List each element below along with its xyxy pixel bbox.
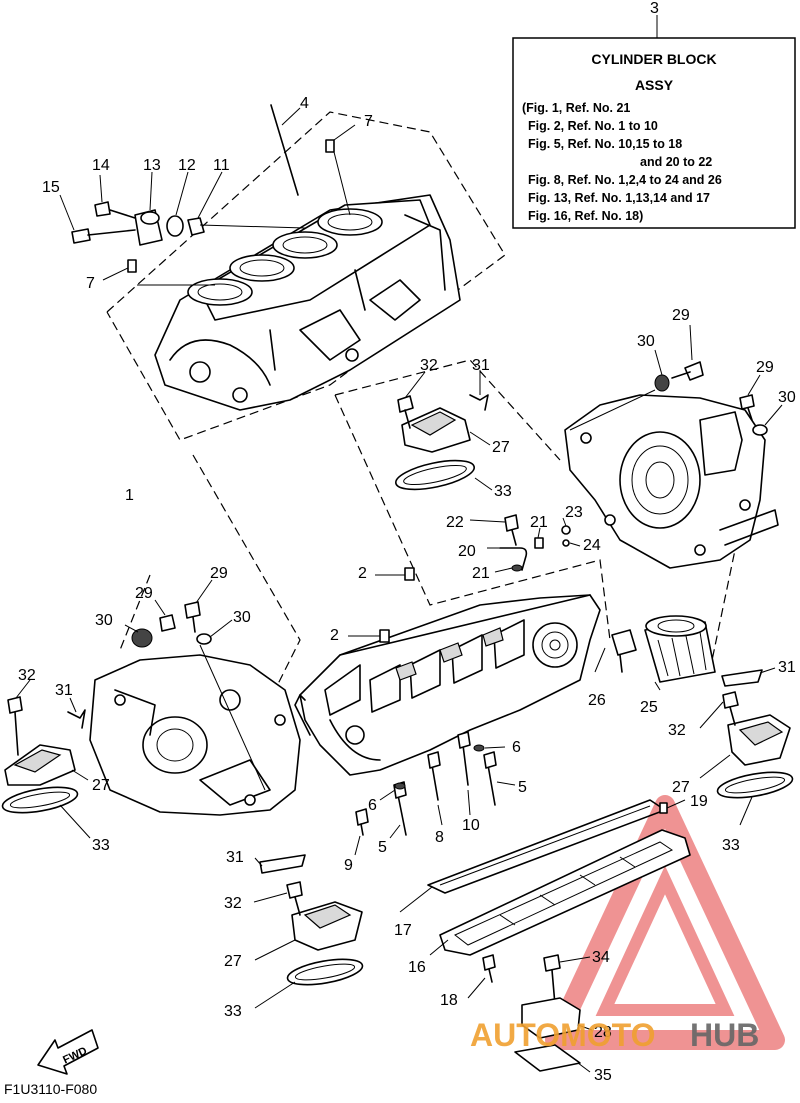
- callout-30: 30: [637, 333, 655, 350]
- callout-20: 20: [458, 543, 476, 560]
- breather-assembly-right: [699, 667, 794, 826]
- callout-2b: 2: [330, 627, 339, 644]
- callout-29d: 29: [210, 565, 228, 582]
- callout-7b: 7: [86, 275, 95, 292]
- lower-crankcase: [294, 594, 601, 776]
- crankcase-bolts: [354, 731, 516, 856]
- info-box-line: Fig. 13, Ref. No. 1,13,14 and 17: [528, 191, 710, 205]
- callout-33c: 33: [722, 837, 740, 854]
- callout-32c: 32: [668, 722, 686, 739]
- callout-17: 17: [394, 922, 412, 939]
- assembly-dashed-outlines: [106, 111, 761, 701]
- info-box-line: Fig. 2, Ref. No. 1 to 10: [528, 119, 658, 133]
- callout-4: 4: [300, 95, 309, 112]
- info-box-subtitle: ASSY: [635, 77, 674, 93]
- callout-35: 35: [594, 1067, 612, 1084]
- cover-bolts-right: [569, 324, 783, 436]
- callout-7: 7: [364, 113, 373, 130]
- info-box-line: and 20 to 22: [640, 155, 712, 169]
- left-crankcase-cover: [89, 654, 301, 816]
- oil-filter: [644, 615, 716, 691]
- watermark-logo: [545, 795, 785, 1050]
- callout-27d: 27: [224, 953, 242, 970]
- breather-assembly-bottom: [253, 854, 364, 1009]
- callout-12: 12: [178, 157, 196, 174]
- callout-18: 18: [440, 992, 458, 1009]
- callout-5: 5: [518, 779, 527, 796]
- callout-30c: 30: [95, 612, 113, 629]
- oil-filter-fitting: [594, 629, 637, 673]
- forward-direction-arrow: FWD: [37, 1029, 99, 1075]
- callout-30d: 30: [233, 609, 251, 626]
- callout-22: 22: [446, 514, 464, 531]
- info-box-line: Fig. 16, Ref. No. 18): [528, 209, 643, 223]
- oil-pan-gasket: [399, 799, 686, 913]
- callout-31c: 31: [778, 659, 796, 676]
- callout-1: 1: [125, 487, 134, 504]
- breather-assembly-upper: [394, 370, 493, 491]
- watermark-text: AUTOMOTO HUB: [470, 1017, 759, 1053]
- callout-15: 15: [42, 179, 60, 196]
- oil-pan: [429, 829, 691, 999]
- callout-29b: 29: [756, 359, 774, 376]
- callout-6: 6: [512, 739, 521, 756]
- callout-31: 31: [472, 357, 490, 374]
- callout-30b: 30: [778, 389, 796, 406]
- callout-9: 9: [344, 857, 353, 874]
- oil-pipe-parts: [469, 514, 581, 573]
- callout-13: 13: [143, 157, 161, 174]
- callout-27b: 27: [92, 777, 110, 794]
- diagram-code: F1U3110-F080: [4, 1081, 97, 1097]
- callout-27c: 27: [672, 779, 690, 796]
- callout-14: 14: [92, 157, 110, 174]
- callout-10: 10: [462, 817, 480, 834]
- callout-11: 11: [213, 157, 230, 174]
- cover-bolts-left: [124, 579, 266, 791]
- drain-parts: [514, 954, 593, 1073]
- callout-33b: 33: [92, 837, 110, 854]
- callout-29: 29: [672, 307, 690, 324]
- callout-28: 28: [594, 1024, 612, 1041]
- callout-8: 8: [435, 829, 444, 846]
- info-box-line: Fig. 8, Ref. No. 1,2,4 to 24 and 26: [528, 173, 722, 187]
- callout-21b: 21: [472, 565, 490, 582]
- info-box-title: CYLINDER BLOCK: [591, 51, 716, 67]
- callout-31d: 31: [226, 849, 244, 866]
- callout-24: 24: [583, 537, 601, 554]
- callout-26: 26: [588, 692, 606, 709]
- info-box-number: 3: [650, 0, 659, 17]
- dowel-pins-7: [102, 124, 356, 286]
- oil-pressure-parts: [59, 171, 306, 246]
- info-box-line: (Fig. 1, Ref. No. 21: [522, 101, 630, 115]
- callout-29c: 29: [135, 585, 153, 602]
- callout-16: 16: [408, 959, 426, 976]
- callout-34: 34: [592, 949, 610, 966]
- breather-assembly-left: [1, 679, 91, 839]
- callout-19: 19: [690, 793, 708, 810]
- stud-bolt-4: [270, 104, 301, 196]
- callout-6b: 6: [368, 797, 377, 814]
- info-box: 3 CYLINDER BLOCK ASSY (Fig. 1, Ref. No. …: [512, 0, 796, 229]
- callout-33: 33: [494, 483, 512, 500]
- callout-31b: 31: [55, 682, 73, 699]
- callout-2: 2: [358, 565, 367, 582]
- info-box-line: Fig. 5, Ref. No. 10,15 to 18: [528, 137, 682, 151]
- right-crankcase-cover: [564, 394, 779, 569]
- callout-labels: 4 7 14 13 12 11 15 7 1 32 31 27 33 29 30…: [18, 95, 796, 1084]
- callout-5b: 5: [378, 839, 387, 856]
- callout-33d: 33: [224, 1003, 242, 1020]
- callout-32d: 32: [224, 895, 242, 912]
- watermark-text-part1: AUTOMOTO: [470, 1017, 655, 1053]
- watermark-text-part2: HUB: [690, 1017, 759, 1053]
- callout-21: 21: [530, 514, 548, 531]
- callout-23: 23: [565, 504, 583, 521]
- callout-32: 32: [420, 357, 438, 374]
- callout-25: 25: [640, 699, 658, 716]
- callout-27: 27: [492, 439, 510, 456]
- upper-crankcase: [154, 194, 461, 411]
- callout-32b: 32: [18, 667, 36, 684]
- dowel-pins-2: [348, 567, 415, 643]
